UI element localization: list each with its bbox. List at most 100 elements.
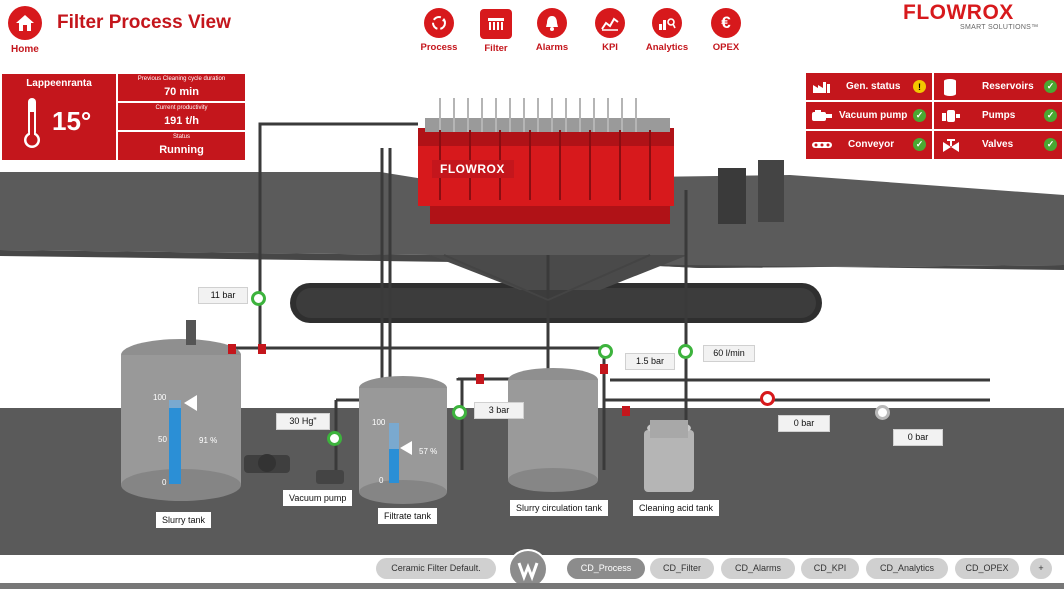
pressure-gauge[interactable] xyxy=(598,344,613,359)
nav-process[interactable]: Process xyxy=(409,8,469,53)
vacuum-gauge[interactable] xyxy=(327,431,342,446)
slurry-scale-max: 100 xyxy=(153,393,167,402)
nav-alarms[interactable]: Alarms xyxy=(522,8,582,53)
reading-pressure-5: 0 bar xyxy=(893,429,943,446)
nav-kpi-label: KPI xyxy=(602,42,618,53)
nav-analytics-label: Analytics xyxy=(645,42,689,53)
pump-icon xyxy=(812,110,832,121)
tab-cd-filter[interactable]: CD_Filter xyxy=(650,558,714,579)
reading-vacuum: 30 Hg" xyxy=(276,413,330,430)
nav-kpi[interactable]: KPI xyxy=(580,8,640,53)
nav-analytics[interactable]: Analytics xyxy=(637,8,697,53)
filter-brand-label: FLOWROX xyxy=(440,162,505,176)
status-name: Reservoirs xyxy=(982,81,1034,92)
stat-status: Status Running xyxy=(117,131,246,161)
filtrate-level-marker xyxy=(400,441,412,455)
tab-ceramic-filter-default[interactable]: Ceramic Filter Default. xyxy=(376,558,496,579)
reading-flow: 60 l/min xyxy=(703,345,755,362)
status-name: Gen. status xyxy=(846,81,901,92)
vacuum-pump-label: Vacuum pump xyxy=(283,490,353,506)
brand-tagline: SMART SOLUTIONS™ xyxy=(960,24,1039,31)
slurry-tank-label: Slurry tank xyxy=(156,512,212,528)
valve-icon xyxy=(943,139,959,152)
tab-cd-process[interactable]: CD_Process xyxy=(567,558,645,579)
brand-logo: FLOWROX xyxy=(903,1,1014,24)
acid-tank-label: Cleaning acid tank xyxy=(633,500,720,516)
slurry-level-track xyxy=(169,400,181,484)
status-conveyor[interactable]: Conveyor ✓ xyxy=(805,130,933,160)
add-tab-button[interactable]: + xyxy=(1030,558,1052,579)
reading-pressure-3: 3 bar xyxy=(474,402,524,419)
status-name: Valves xyxy=(982,139,1014,150)
location-card: Lappeenranta 15° xyxy=(1,73,117,161)
status-reservoirs[interactable]: Reservoirs ✓ xyxy=(933,72,1063,101)
check-icon: ✓ xyxy=(1044,109,1057,122)
stat-label: Previous Cleaning cycle duration xyxy=(137,76,226,82)
slurry-circulation-tank xyxy=(508,368,598,492)
pressure-gauge[interactable] xyxy=(875,405,890,420)
nav-opex[interactable]: € OPEX xyxy=(696,8,756,53)
home-label[interactable]: Home xyxy=(11,44,39,55)
tab-cd-opex[interactable]: CD_OPEX xyxy=(955,558,1019,579)
stat-productivity: Current productivity 191 t/h xyxy=(117,102,246,131)
reading-pressure-1: 11 bar xyxy=(198,287,248,304)
conveyor-icon xyxy=(812,142,832,148)
check-icon: ✓ xyxy=(913,138,926,151)
tab-cd-alarms[interactable]: CD_Alarms xyxy=(721,558,795,579)
filtrate-scale-max: 100 xyxy=(372,418,386,427)
check-icon: ✓ xyxy=(1044,80,1057,93)
page-title: Filter Process View xyxy=(57,12,231,33)
slurry-tank xyxy=(121,320,241,501)
filtrate-tank xyxy=(359,376,447,504)
nav-alarms-label: Alarms xyxy=(535,42,569,53)
pump-icon xyxy=(942,110,960,122)
tab-cd-kpi[interactable]: CD_KPI xyxy=(801,558,859,579)
bottom-scrollbar[interactable] xyxy=(0,583,1064,589)
vacuum-pump-unit xyxy=(244,454,344,484)
cleaning-acid-tank xyxy=(644,420,694,492)
nav-filter[interactable]: Filter xyxy=(466,9,526,54)
home-button[interactable] xyxy=(8,6,42,40)
status-name: Vacuum pump xyxy=(839,110,908,121)
process-cycle-icon xyxy=(432,16,446,30)
nav-filter-label: Filter xyxy=(484,43,508,54)
pressure-gauge[interactable] xyxy=(251,291,266,306)
filtrate-level-bar xyxy=(389,448,399,483)
euro-icon: € xyxy=(721,13,731,32)
status-name: Conveyor xyxy=(848,139,895,150)
electrical-cabinet xyxy=(718,168,746,224)
tab-cd-analytics[interactable]: CD_Analytics xyxy=(866,558,948,579)
flow-gauge[interactable] xyxy=(678,344,693,359)
check-icon: ✓ xyxy=(913,109,926,122)
stat-cleaning-cycle: Previous Cleaning cycle duration 70 min xyxy=(117,73,246,102)
filter-icon xyxy=(488,18,504,30)
kpi-chart-icon xyxy=(601,17,619,31)
filtrate-scale-min: 0 xyxy=(379,476,384,485)
slurry-level-text: 91 % xyxy=(199,436,218,445)
status-pumps[interactable]: Pumps ✓ xyxy=(933,101,1063,130)
slurry-level-bar xyxy=(169,407,181,484)
pressure-gauge[interactable] xyxy=(452,405,467,420)
status-valves[interactable]: Valves ✓ xyxy=(933,130,1063,160)
status-gen[interactable]: Gen. status ! xyxy=(805,72,933,101)
temperature-value: 15° xyxy=(52,106,92,136)
factory-icon xyxy=(813,82,830,93)
pressure-gauge[interactable] xyxy=(760,391,775,406)
stat-label: Current productivity xyxy=(155,105,208,111)
nav-opex-label: OPEX xyxy=(712,42,740,53)
check-icon: ✓ xyxy=(1044,138,1057,151)
stat-value: Running xyxy=(159,144,204,156)
home-icon xyxy=(16,15,34,31)
slurry-scale-min: 0 xyxy=(162,478,167,487)
stat-value: 191 t/h xyxy=(164,115,199,127)
status-vacuum-pump[interactable]: Vacuum pump ✓ xyxy=(805,101,933,130)
thermometer-icon xyxy=(24,98,40,148)
filtrate-level-text: 57 % xyxy=(419,447,438,456)
stat-label: Status xyxy=(172,134,190,140)
reading-pressure-4: 0 bar xyxy=(778,415,830,432)
location-name: Lappeenranta xyxy=(26,78,92,89)
w-logo-button[interactable] xyxy=(508,549,548,589)
electrical-cabinet xyxy=(758,160,784,222)
